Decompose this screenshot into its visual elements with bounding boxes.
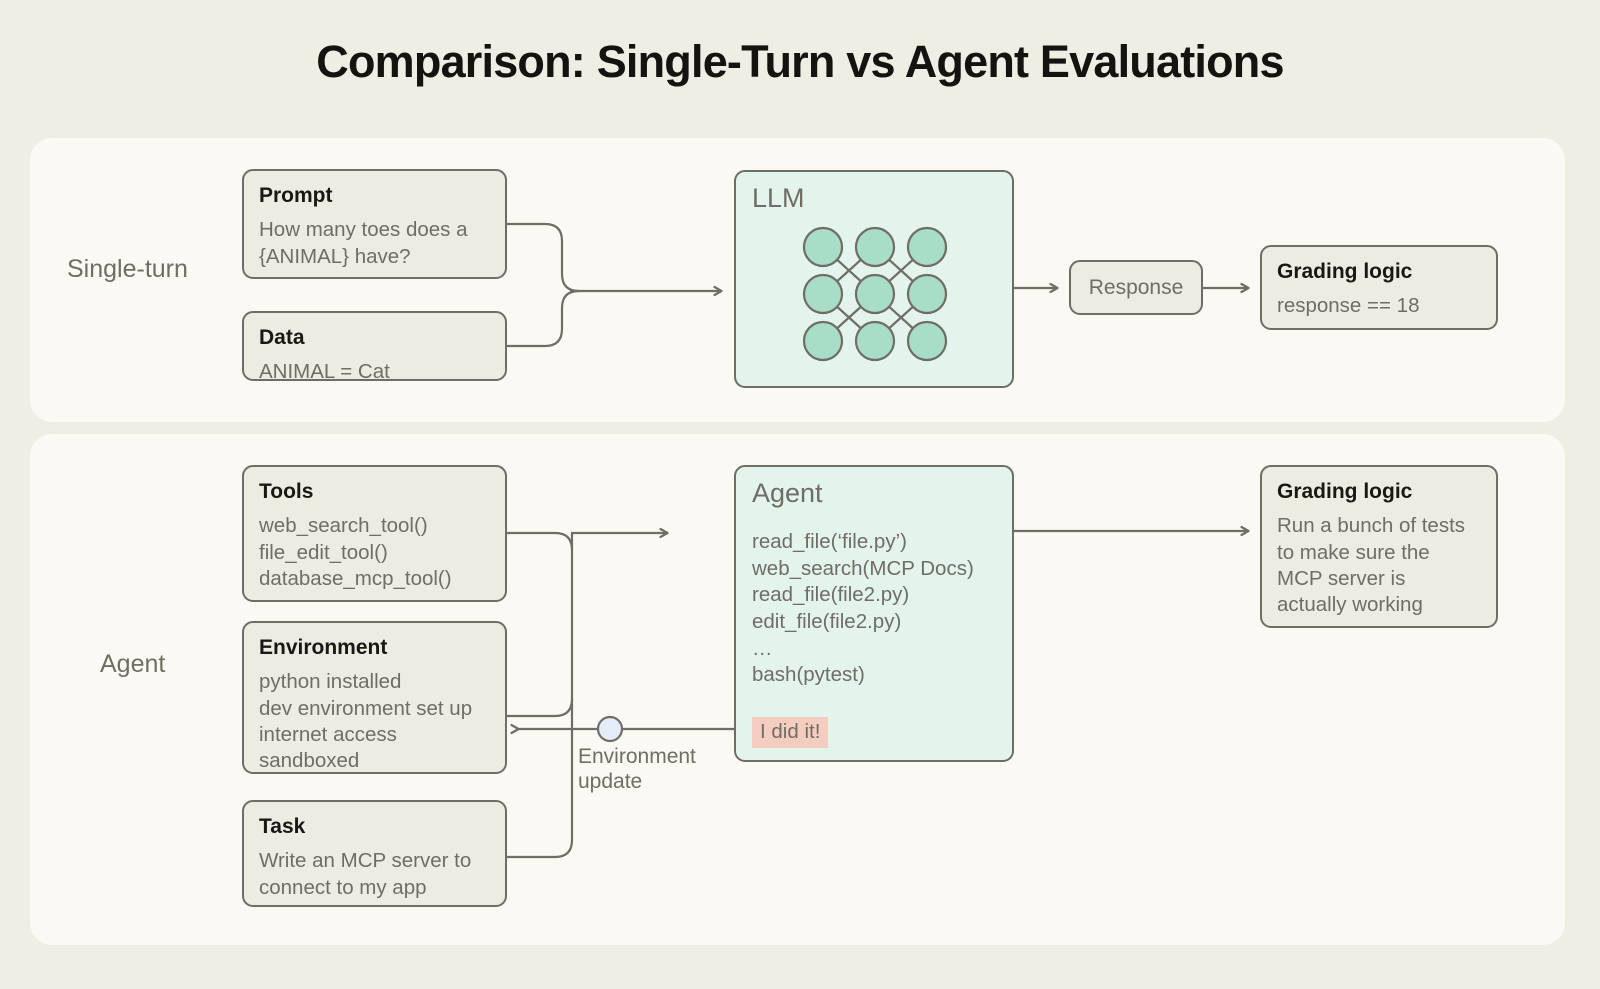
task-card: Task Write an MCP server to connect to m… [242,800,507,907]
agent-box: Agent read_file(‘file.py’) web_search(MC… [734,465,1014,762]
tools-card: Tools web_search_tool() file_edit_tool()… [242,465,507,602]
prompt-card-body: How many toes does a {ANIMAL} have? [259,218,468,268]
grading-logic-agent-title: Grading logic [1277,480,1413,503]
prompt-card: Prompt How many toes does a {ANIMAL} hav… [242,169,507,279]
grading-logic-agent-card: Grading logic Run a bunch of tests to ma… [1260,465,1498,628]
agent-trace-log: read_file(‘file.py’) web_search(MCP Docs… [752,530,974,687]
environment-card-title: Environment [259,636,388,659]
single-turn-row-label: Single-turn [67,255,188,283]
data-card-title: Data [259,326,305,349]
environment-card-body: python installed dev environment set up … [259,670,473,773]
task-card-title: Task [259,815,306,838]
agent-final-message: I did it! [752,717,829,748]
grading-logic-single-body: response == 18 [1277,294,1420,318]
grading-logic-single-title: Grading logic [1277,260,1413,283]
grading-logic-agent-body: Run a bunch of tests to make sure the MC… [1277,514,1466,617]
agent-box-title: Agent [752,478,823,508]
llm-box-title: LLM [752,183,805,213]
agent-row-label: Agent [100,650,166,678]
tools-card-body: web_search_tool() file_edit_tool() datab… [259,514,452,591]
environment-card: Environment python installed dev environ… [242,621,507,774]
prompt-card-title: Prompt [259,184,333,207]
task-card-body: Write an MCP server to connect to my app [259,849,472,899]
neural-network-icon [802,226,948,362]
response-card: Response [1069,260,1203,315]
data-card: Data ANIMAL = Cat [242,311,507,383]
environment-update-label: Environment update [578,745,696,794]
tools-card-title: Tools [259,480,314,503]
llm-box: LLM [734,170,1014,388]
page-title: Comparison: Single-Turn vs Agent Evaluat… [316,36,1284,87]
data-card-body: ANIMAL = Cat [259,360,390,384]
grading-logic-single-card: Grading logic response == 18 [1260,245,1498,330]
